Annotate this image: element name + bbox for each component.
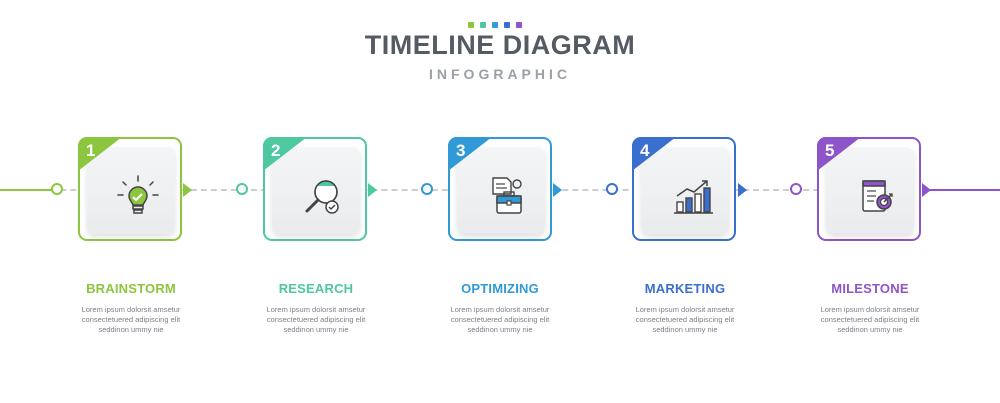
color-dot (504, 22, 510, 28)
step-description: Lorem ipsum dolorsit amsetur consectetue… (450, 305, 550, 334)
arrow-icon (368, 183, 377, 197)
timeline-node (421, 183, 433, 195)
step-label: RESEARCH (278, 281, 354, 296)
step-label: MILESTONE (831, 281, 909, 296)
timeline-node (236, 183, 248, 195)
step-card-5: 5 (817, 137, 921, 241)
briefcase-icon (483, 172, 533, 222)
color-dot (516, 22, 522, 28)
color-dot (480, 22, 486, 28)
step-card-2: 2 (263, 137, 367, 241)
step-number: 5 (825, 141, 835, 160)
step-label: OPTIMIZING (461, 281, 539, 296)
step-number: 1 (86, 141, 96, 160)
growth-chart-icon (667, 172, 717, 222)
step-card-inner (457, 146, 545, 234)
step-number: 2 (271, 141, 281, 160)
step-number: 4 (640, 141, 650, 160)
clipboard-target-icon (852, 172, 902, 222)
page-subtitle: INFOGRAPHIC (429, 66, 571, 82)
step-description: Lorem ipsum dolorsit amsetur consectetue… (820, 305, 920, 334)
step-card-4: 4 (632, 137, 736, 241)
step-number: 3 (456, 141, 466, 160)
step-label: BRAINSTORM (86, 281, 176, 296)
step-card-inner (641, 146, 729, 234)
timeline-segment (930, 189, 1000, 191)
step-description: Lorem ipsum dolorsit amsetur consectetue… (81, 305, 181, 334)
color-dot (492, 22, 498, 28)
arrow-icon (553, 183, 562, 197)
timeline-segment (0, 189, 52, 191)
step-card-3: 3 (448, 137, 552, 241)
step-card-inner (826, 146, 914, 234)
lightbulb-icon (113, 172, 163, 222)
timeline-node (606, 183, 618, 195)
arrow-icon (738, 183, 747, 197)
step-description: Lorem ipsum dolorsit amsetur consectetue… (635, 305, 735, 334)
step-card-inner (87, 146, 175, 234)
color-dots (468, 22, 522, 28)
magnifier-icon (298, 172, 348, 222)
step-description: Lorem ipsum dolorsit amsetur consectetue… (266, 305, 366, 334)
step-label: MARKETING (644, 281, 726, 296)
color-dot (468, 22, 474, 28)
step-card-inner (272, 146, 360, 234)
timeline-node (51, 183, 63, 195)
arrow-icon (183, 183, 192, 197)
page-title: TIMELINE DIAGRAM (364, 30, 636, 60)
timeline-node (790, 183, 802, 195)
step-card-1: 1 (78, 137, 182, 241)
arrow-icon (922, 183, 931, 197)
